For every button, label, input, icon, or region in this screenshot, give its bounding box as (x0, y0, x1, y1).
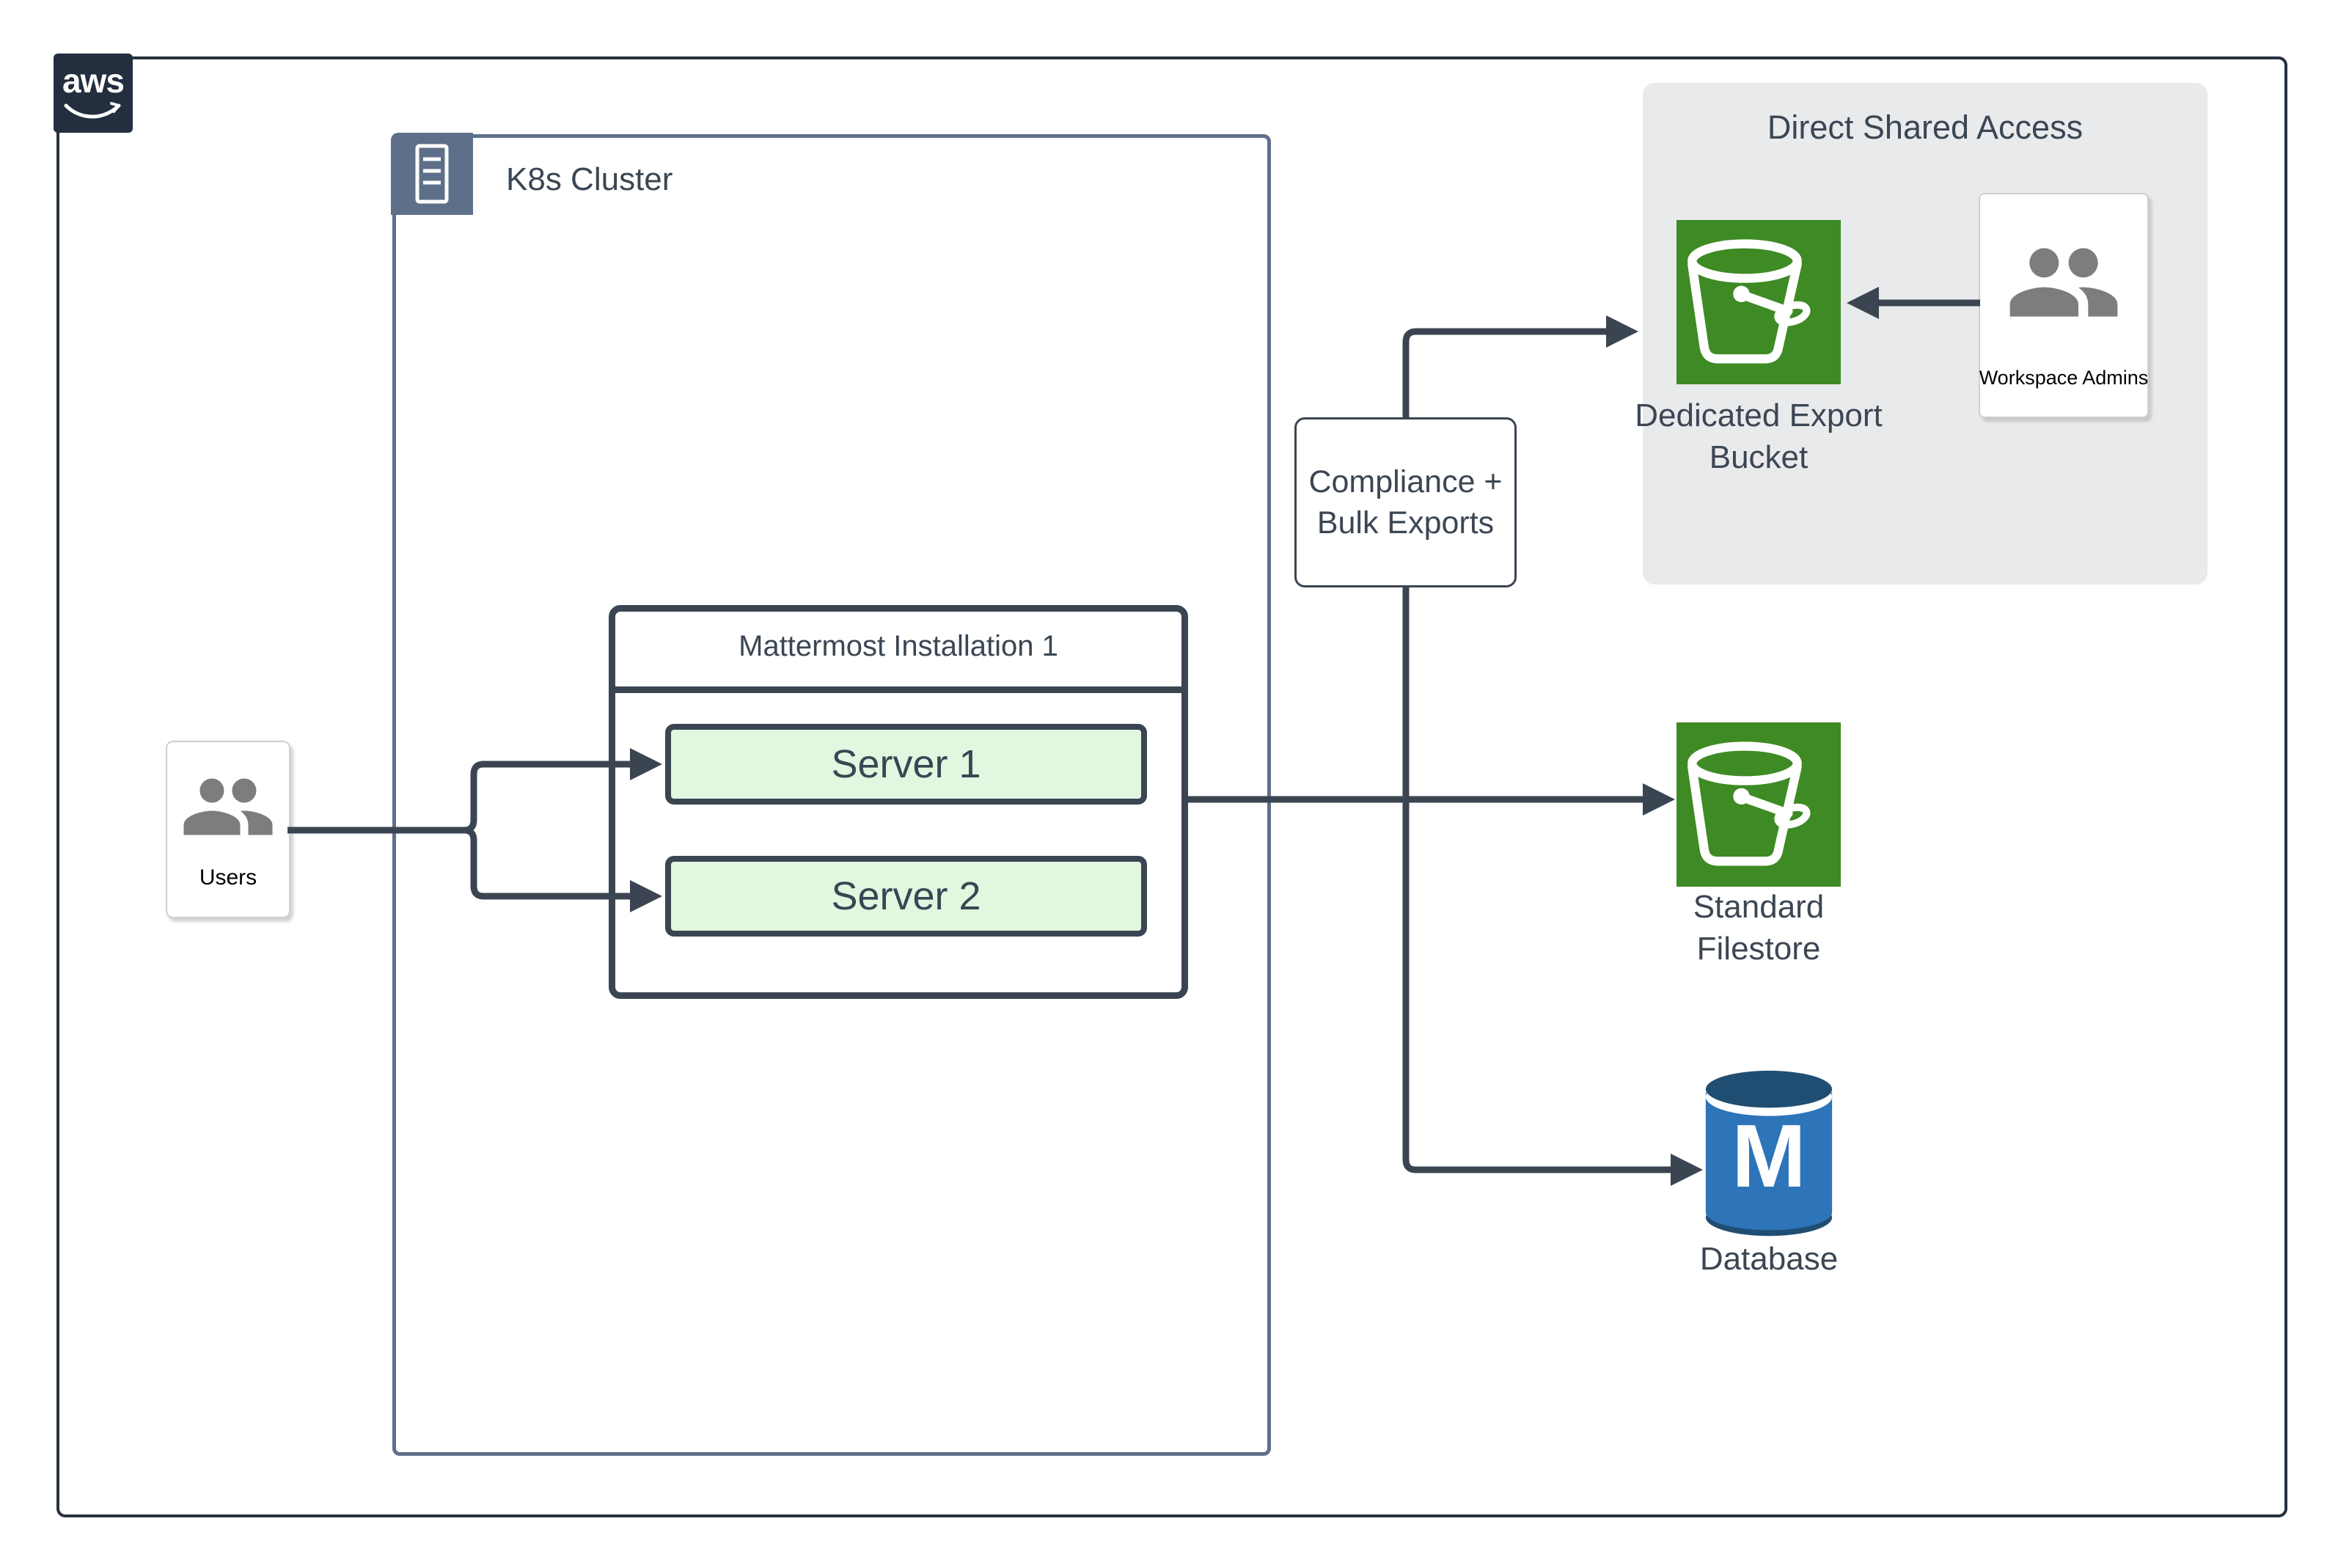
aws-logo-text: aws (62, 62, 125, 100)
server-2-box: Server 2 (665, 856, 1147, 937)
users-label: Users (199, 865, 257, 890)
compliance-label-line2: Bulk Exports (1316, 505, 1495, 541)
standard-filestore-bucket-icon (1676, 722, 1841, 887)
mattermost-installation-title: Mattermost Installation 1 (739, 630, 1058, 662)
standard-filestore-label: Standard Filestore (1539, 886, 1979, 970)
workspace-admins-card: Workspace Admins (1979, 193, 2149, 418)
compliance-bulk-exports-box: Compliance + Bulk Exports (1294, 417, 1517, 587)
workspace-admins-label: Workspace Admins (1979, 367, 2149, 389)
aws-logo: aws (54, 54, 133, 133)
server-1-box: Server 1 (665, 724, 1147, 805)
diagram-frame (56, 56, 2287, 1517)
standard-filestore-label-line2: Filestore (1696, 931, 1821, 967)
k8s-cluster-label: K8s Cluster (506, 161, 673, 197)
k8s-cluster-badge (391, 133, 473, 215)
database-label: Database (1699, 1241, 1839, 1277)
server-rack-icon (415, 144, 449, 204)
dedicated-export-bucket-label: Dedicated Export Bucket (1539, 395, 1979, 478)
database-icon: M (1705, 1070, 1833, 1237)
users-card: Users (166, 741, 290, 918)
workspace-admins-icon (2009, 248, 2118, 317)
dedicated-export-bucket-label-line1: Dedicated Export (1635, 398, 1883, 433)
aws-smile-icon (64, 102, 121, 119)
mattermost-title-divider (615, 686, 1181, 693)
users-icon (183, 778, 273, 835)
standard-filestore-label-line1: Standard (1693, 889, 1825, 925)
database-monogram: M (1731, 1106, 1806, 1206)
direct-shared-access-title: Direct Shared Access (1767, 109, 2084, 146)
server-1-label: Server 1 (831, 742, 981, 786)
server-2-label: Server 2 (831, 874, 981, 918)
dedicated-export-bucket-label-line2: Bucket (1709, 439, 1809, 475)
dedicated-export-bucket-icon (1676, 220, 1841, 384)
compliance-label-line1: Compliance + (1308, 464, 1503, 499)
